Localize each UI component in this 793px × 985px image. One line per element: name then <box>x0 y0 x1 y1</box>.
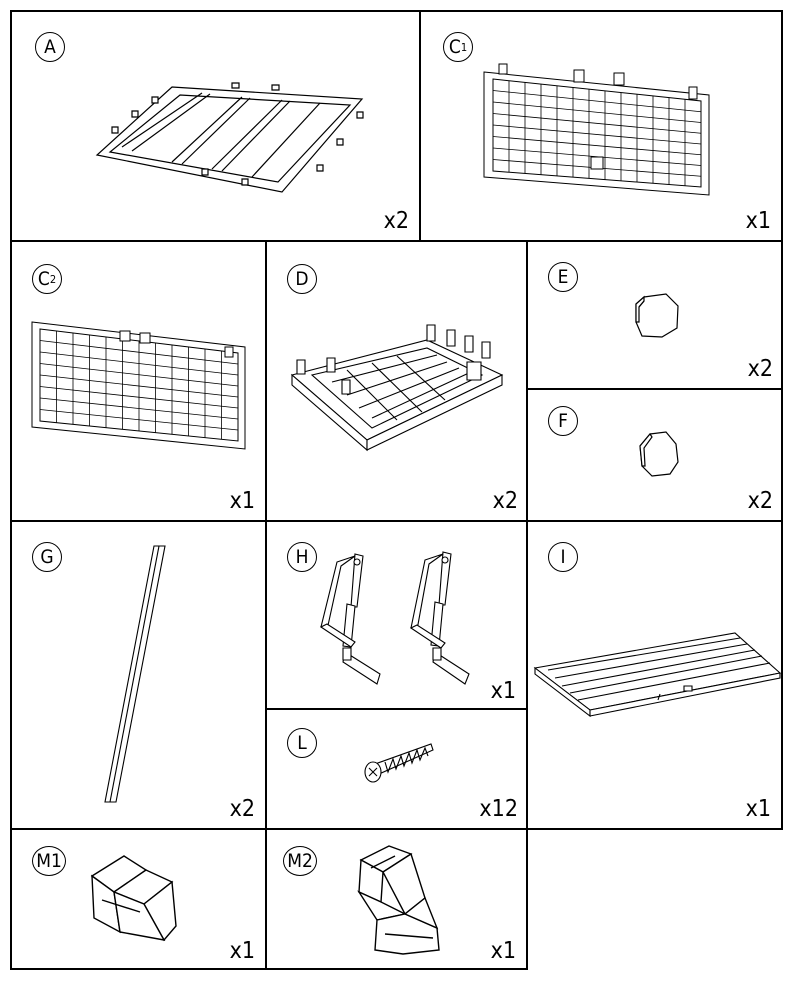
part-h-left-drawing <box>315 552 385 692</box>
part-qty-a: x2 <box>383 208 409 234</box>
part-cell-m2: M2 x1 <box>267 830 526 968</box>
part-label-e: E <box>548 262 578 292</box>
part-qty-h: x1 <box>490 678 516 704</box>
part-cell-d: D x2 <box>267 242 526 520</box>
part-cell-l: L x12 <box>267 710 526 828</box>
part-label-m2: M2 <box>283 846 317 876</box>
part-cell-h: H x1 <box>267 522 526 708</box>
part-m2-drawing <box>355 842 445 958</box>
part-cell-g: G x2 <box>12 522 265 828</box>
part-g-drawing <box>102 542 172 807</box>
part-label-a: A <box>35 32 65 62</box>
part-h-right-drawing <box>407 550 477 692</box>
part-qty-m1: x1 <box>229 938 255 964</box>
part-qty-m2: x1 <box>490 938 516 964</box>
part-qty-f: x2 <box>747 488 773 514</box>
part-label-l: L <box>287 728 317 758</box>
part-m1-drawing <box>84 852 184 944</box>
part-qty-l: x12 <box>479 796 518 822</box>
part-cell-e: E x2 <box>528 242 781 388</box>
part-e-drawing <box>632 292 682 342</box>
part-qty-g: x2 <box>229 796 255 822</box>
part-label-i: I <box>548 542 578 572</box>
part-label-f: F <box>548 406 578 436</box>
part-l-screw-drawing <box>361 738 441 788</box>
part-f-drawing <box>636 430 681 480</box>
part-qty-c1: x1 <box>745 208 771 234</box>
part-a-drawing <box>92 67 372 197</box>
part-i-drawing <box>530 628 780 718</box>
part-qty-c2: x1 <box>229 488 255 514</box>
part-c1-drawing <box>479 67 719 197</box>
part-cell-i: I x1 <box>528 522 781 828</box>
part-cell-m1: M1 x1 <box>12 830 265 968</box>
part-cell-a: A x2 <box>12 12 419 240</box>
part-label-m1: M1 <box>32 846 66 876</box>
part-label-h: H <box>287 542 317 572</box>
part-label-d: D <box>287 264 317 294</box>
part-c2-drawing <box>30 317 255 452</box>
part-qty-d: x2 <box>492 488 518 514</box>
part-qty-e: x2 <box>747 356 773 382</box>
part-cell-f: F x2 <box>528 390 781 520</box>
part-d-drawing <box>287 320 507 450</box>
part-label-g: G <box>32 542 62 572</box>
part-qty-i: x1 <box>745 796 771 822</box>
